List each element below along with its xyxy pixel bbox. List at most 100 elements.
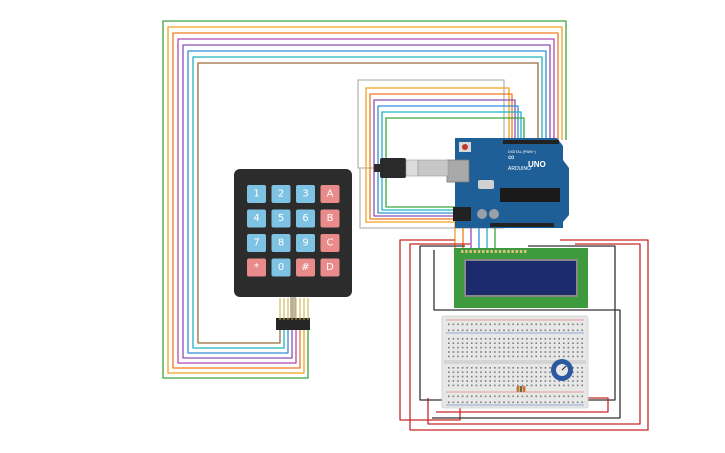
key-label: A <box>327 189 334 200</box>
lcd-pin <box>482 250 485 253</box>
usb-plug-metal <box>417 159 449 177</box>
lcd-pin <box>511 250 514 253</box>
lcd-pins <box>461 250 527 253</box>
key-*[interactable]: * <box>247 258 266 277</box>
key-5[interactable]: 5 <box>271 209 291 228</box>
key-label: 3 <box>302 189 308 200</box>
key-label: 0 <box>278 262 284 273</box>
power-wire-5 <box>528 245 616 401</box>
lcd-pin <box>515 250 519 253</box>
key-9[interactable]: 9 <box>296 234 315 252</box>
key-8[interactable]: 8 <box>271 234 291 252</box>
key-A[interactable]: A <box>320 185 340 203</box>
arduino-uno[interactable]: ARDUINO UNO DIGITAL (PWM~) ∞ <box>446 138 569 228</box>
power-wire-4 <box>419 245 465 401</box>
lcd-pin <box>477 250 481 253</box>
keypad-wire-6 <box>187 50 547 354</box>
lcd-pin <box>465 250 468 253</box>
lcd-pin <box>507 250 510 253</box>
key-3[interactable]: 3 <box>296 185 315 203</box>
key-0[interactable]: 0 <box>271 258 291 277</box>
keypad-connector-pins <box>279 298 309 320</box>
lcd-screen <box>466 261 576 295</box>
power-jack <box>453 207 471 221</box>
key-label: 2 <box>278 189 284 200</box>
breadboard-center-gap <box>444 360 586 364</box>
lcd-pin <box>494 250 498 253</box>
keypad[interactable]: 1 2 3 A 4 5 6 B 7 8 9 C * 0 # D <box>234 169 352 330</box>
keypad-wire-3 <box>172 32 559 369</box>
key-label: * <box>254 262 259 273</box>
potentiometer-pointer <box>561 365 567 371</box>
usb-plug <box>374 158 449 178</box>
power-wire-3 <box>427 243 641 425</box>
keypad-wire-1 <box>162 20 567 379</box>
keypad-wire-5 <box>182 44 551 359</box>
capacitor-2 <box>489 209 499 219</box>
lcd-pin <box>498 250 502 253</box>
capacitor-1 <box>477 209 487 219</box>
crystal <box>478 180 494 189</box>
arduino-board <box>455 138 569 228</box>
key-label: 4 <box>253 213 259 224</box>
key-6[interactable]: 6 <box>296 209 315 228</box>
usb-plug-head <box>405 159 419 177</box>
breadboard-holes <box>448 323 583 404</box>
bottom-wires <box>399 239 649 431</box>
key-label: 9 <box>302 238 308 249</box>
lcd-pin <box>473 250 477 253</box>
keypad-wire-8 <box>197 62 539 344</box>
usb-plug-body <box>380 158 406 178</box>
key-7[interactable]: 7 <box>247 234 266 252</box>
key-1[interactable]: 1 <box>247 185 266 203</box>
usb-plug-tip <box>374 164 380 172</box>
power-wire-6 <box>432 250 621 419</box>
key-#[interactable]: # <box>296 258 315 277</box>
usb-port <box>446 159 470 183</box>
key-label: 5 <box>278 213 284 224</box>
arduino-header-label: DIGITAL (PWM~) <box>508 150 536 154</box>
lcd-pin <box>519 250 523 253</box>
power-wire-2 <box>409 239 649 431</box>
microcontroller-chip <box>500 188 560 202</box>
lcd-pin <box>503 250 506 253</box>
potentiometer[interactable] <box>551 359 573 381</box>
keypad-wire-7 <box>192 56 543 349</box>
lcd-pin <box>461 250 464 253</box>
key-label: 7 <box>253 238 259 249</box>
key-label: # <box>301 262 309 273</box>
lcd-16x2[interactable] <box>454 248 588 308</box>
keypad-connector <box>276 318 310 330</box>
key-2[interactable]: 2 <box>271 185 291 203</box>
lcd-pin <box>490 250 493 253</box>
reset-dot <box>462 144 468 150</box>
digital-header <box>503 140 559 144</box>
arduino-model: UNO <box>528 160 546 169</box>
keypad-ribbon <box>290 297 296 319</box>
power-wire-8 <box>436 397 609 413</box>
resistor <box>516 386 526 392</box>
usb-cable <box>357 79 505 229</box>
key-C[interactable]: C <box>320 234 340 252</box>
analog-header <box>490 223 554 227</box>
key-D[interactable]: D <box>320 258 340 277</box>
arduino-logo-icon: ∞ <box>508 152 514 162</box>
keypad-wire-2 <box>167 26 563 374</box>
breadboard[interactable] <box>441 315 589 409</box>
key-B[interactable]: B <box>320 209 340 228</box>
lcd-pin <box>469 250 472 253</box>
keypad-keys: 1 2 3 A 4 5 6 B 7 8 9 C * 0 # D <box>247 185 340 277</box>
key-label: C <box>327 238 334 249</box>
lcd-pin <box>486 250 489 253</box>
key-label: D <box>326 262 334 273</box>
key-label: 8 <box>278 238 284 249</box>
key-4[interactable]: 4 <box>247 209 266 228</box>
arduino-brand: ARDUINO <box>508 166 531 172</box>
key-label: 1 <box>253 189 259 200</box>
key-label: 6 <box>302 213 308 224</box>
keypad-wire-4 <box>177 38 555 364</box>
lcd-pin <box>524 250 527 253</box>
key-label: B <box>327 213 334 224</box>
keypad-wires <box>162 20 567 379</box>
